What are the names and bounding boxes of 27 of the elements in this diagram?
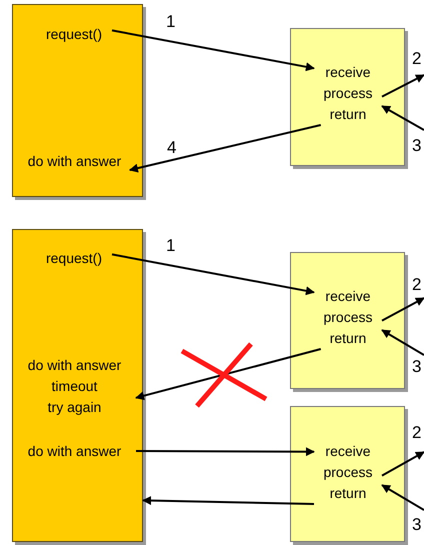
arrow (128, 124, 322, 173)
step-text: do with answer (28, 356, 122, 375)
step-text: try again (48, 398, 102, 417)
arrow (382, 451, 424, 477)
server-box (290, 406, 405, 542)
step-text: receive process return (322, 442, 374, 503)
arrow (381, 484, 424, 511)
arrow (136, 447, 315, 456)
step-text: receive process return (322, 63, 374, 124)
client-box (12, 4, 143, 197)
server-box (290, 28, 405, 166)
arrow (381, 329, 424, 356)
step-text: timeout (52, 377, 98, 396)
server-box (290, 252, 405, 389)
arrow (382, 297, 424, 322)
step-text: do with answer (28, 442, 122, 460)
step-text: receive process return (322, 287, 374, 348)
arrow (112, 29, 315, 72)
step-text: do with answer (28, 152, 122, 170)
step-text: request() (46, 24, 102, 44)
arrow (381, 105, 424, 131)
arrow (142, 496, 314, 506)
arrow (135, 348, 322, 400)
client-box (12, 229, 143, 542)
arrow (382, 74, 424, 98)
arrow (112, 253, 315, 296)
step-text: request() (46, 248, 102, 268)
